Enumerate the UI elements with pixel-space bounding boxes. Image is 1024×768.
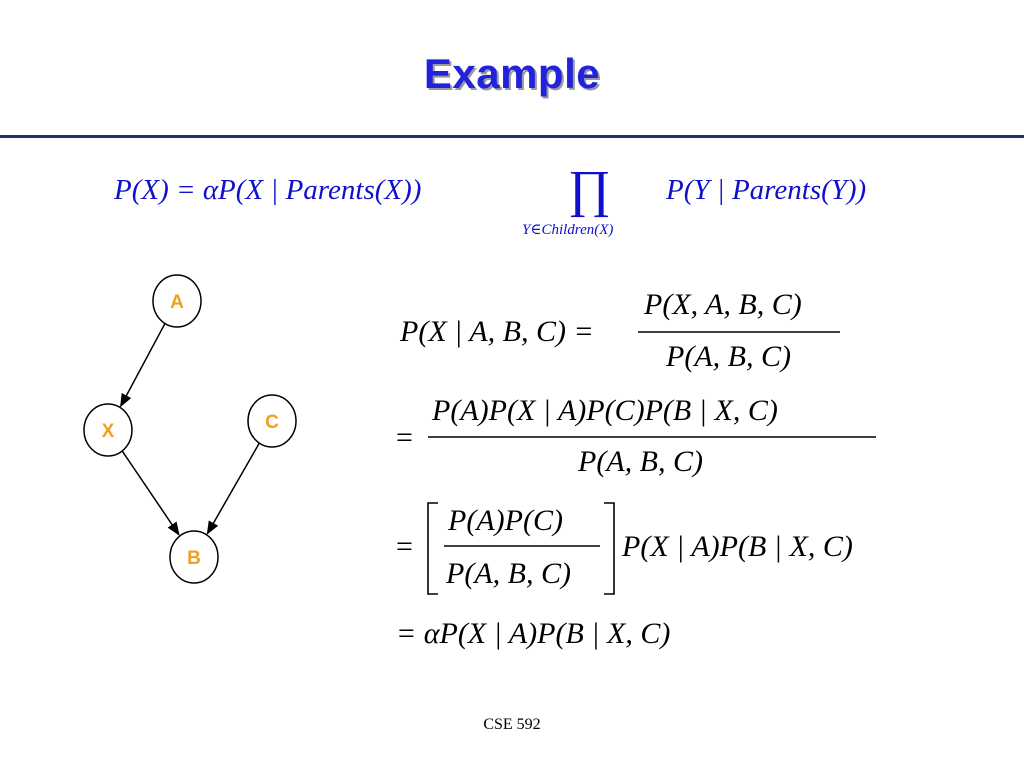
eq2-denominator: P(A, B, C)	[577, 445, 703, 478]
eq2-prefix: =	[396, 421, 413, 454]
eq3-suffix: P(X | A)P(B | X, C)	[621, 530, 853, 563]
eq3-prefix: =	[396, 530, 413, 563]
node-circle	[247, 394, 297, 448]
edge-a-to-x	[120, 323, 166, 408]
node-circle	[83, 403, 133, 457]
title-divider	[0, 135, 1024, 138]
edge-c-to-b	[206, 443, 260, 535]
eq3-numerator: P(A)P(C)	[447, 504, 563, 537]
slide-title: Example	[423, 50, 601, 97]
node-label: X	[102, 421, 115, 442]
eq2-numerator: P(A)P(X | A)P(C)P(B | X, C)	[431, 394, 778, 427]
node-label: A	[170, 292, 184, 313]
eq1-denominator: P(A, B, C)	[665, 340, 791, 373]
eq3-left-bracket	[427, 502, 438, 595]
node-circle	[169, 530, 219, 584]
edge-x-to-b	[121, 451, 180, 536]
node-a: A	[152, 274, 202, 328]
node-label: C	[265, 412, 279, 433]
node-circle	[152, 274, 202, 328]
eq1-lhs: P(X | A, B, C) =	[399, 315, 594, 348]
eq4-text: = αP(X | A)P(B | X, C)	[396, 617, 670, 650]
node-x: X	[83, 403, 133, 457]
eq3-right-bracket	[604, 502, 615, 595]
node-b: B	[169, 530, 219, 584]
slide-footer: CSE 592	[483, 716, 541, 733]
node-label: B	[187, 548, 201, 569]
node-c: C	[247, 394, 297, 448]
eq1-numerator: P(X, A, B, C)	[643, 288, 802, 321]
eq3-denominator: P(A, B, C)	[445, 557, 571, 590]
